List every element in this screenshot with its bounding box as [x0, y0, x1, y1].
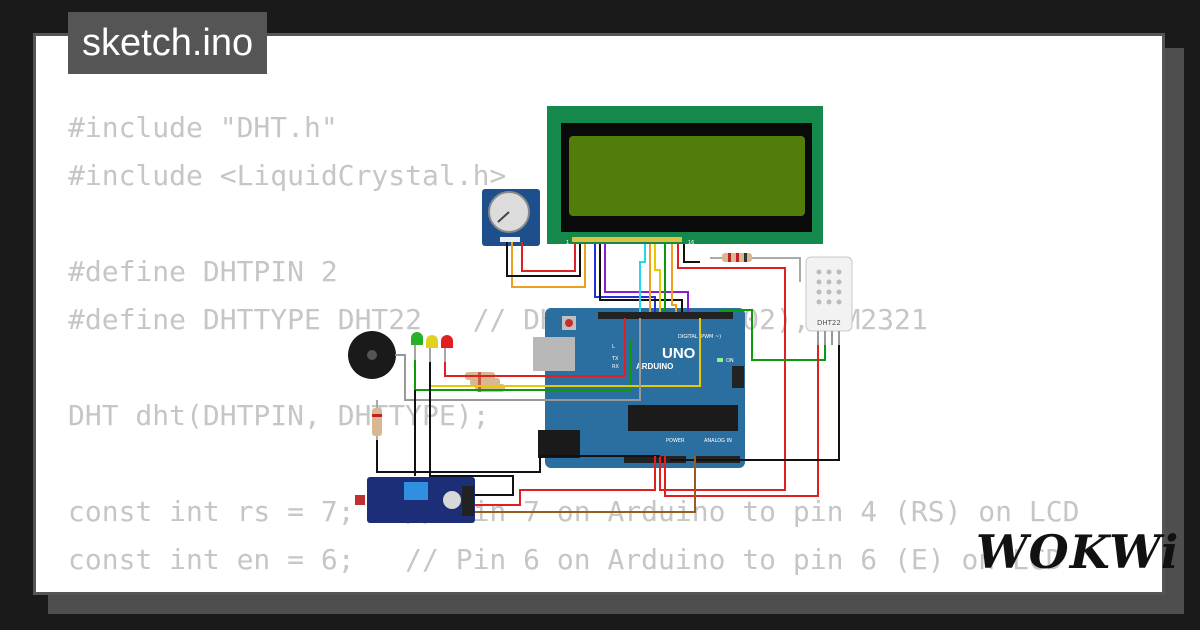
lcd-display[interactable]: 1 16 — [547, 106, 823, 246]
code-line: #include <LiquidCrystal.h> — [68, 159, 507, 192]
sound-sensor-module[interactable] — [355, 477, 475, 523]
lcd-backlight-resistor — [710, 253, 785, 262]
code-preview: #include "DHT.h" #include <LiquidCrystal.… — [68, 104, 1113, 592]
wires — [376, 242, 840, 513]
usb-port — [533, 337, 575, 371]
file-tab[interactable]: sketch.ino — [68, 12, 268, 74]
microcontroller-chip — [628, 405, 738, 431]
code-line: #include "DHT.h" — [68, 111, 338, 144]
led-yellow[interactable] — [426, 335, 438, 362]
wokwi-logo: WOKWi — [976, 525, 1180, 579]
power-label: POWER — [666, 438, 685, 444]
reset-button[interactable] — [565, 319, 573, 327]
led-rx-label: RX — [612, 364, 619, 370]
buzzer[interactable] — [348, 331, 396, 379]
dht22-label: DHT22 — [817, 319, 841, 327]
arduino-uno[interactable]: UNO ARDUINO DIGITAL (PWM ~) POWER ANALOG… — [533, 308, 745, 468]
code-line: const int d4 = 12; // Pin 12 on Arduino … — [68, 584, 1113, 592]
led-l-label: L — [612, 344, 615, 350]
code-line: DHT dht(DHTPIN, DHTTYPE); — [68, 399, 490, 432]
lcd-pin-16-label: 16 — [688, 240, 694, 246]
lcd-screen — [569, 136, 805, 216]
arduino-model-label: UNO — [662, 345, 696, 362]
buzzer-resistor — [372, 400, 382, 440]
power-jack — [538, 430, 580, 458]
dht22-sensor[interactable]: DHT22 — [805, 256, 853, 345]
led-green[interactable] — [411, 332, 423, 360]
led-red[interactable] — [441, 335, 453, 362]
on-led-label: ON — [726, 358, 734, 364]
code-line: const int en = 6; // Pin 6 on Arduino to… — [68, 543, 1063, 576]
arduino-brand-label: ARDUINO — [636, 362, 673, 371]
lcd-pin-1-label: 1 — [566, 240, 569, 246]
analog-in-label: ANALOG IN — [704, 438, 732, 444]
led-tx-label: TX — [611, 356, 619, 362]
potentiometer[interactable] — [482, 189, 540, 246]
code-line: #define DHTPIN 2 — [68, 255, 338, 288]
